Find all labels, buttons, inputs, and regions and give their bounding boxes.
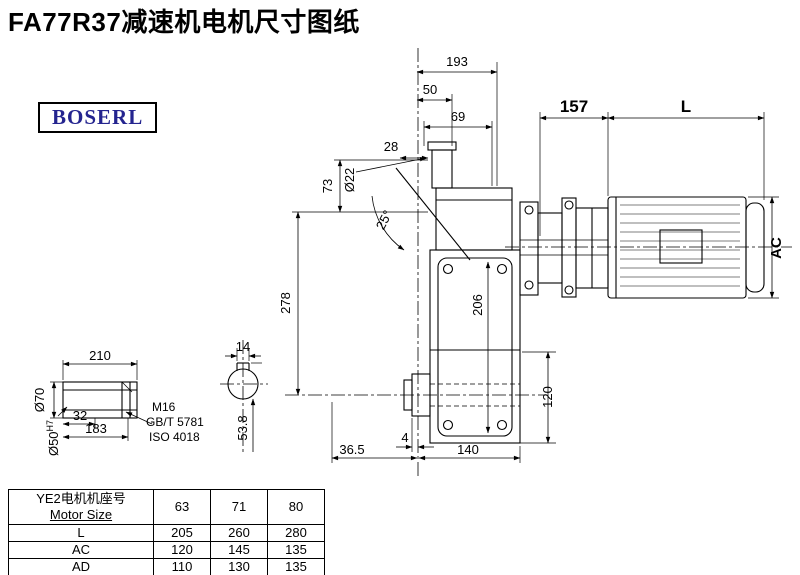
- callout-gbt5781: GB/T 5781: [146, 415, 204, 429]
- table-header-en: Motor Size: [49, 507, 113, 522]
- AD-71: 130: [210, 558, 268, 575]
- dimension-texts: 193 50 69 28 Ø22 73 25° 278 157 L AC 206…: [32, 54, 785, 457]
- L-71: 260: [210, 524, 268, 542]
- dim-14: 14: [236, 339, 250, 354]
- AD-63: 110: [153, 558, 211, 575]
- table-row-AD: AD 110 130 135: [8, 558, 325, 575]
- table-row-AC: AC 120 145 135: [8, 541, 325, 559]
- dim-120: 120: [540, 386, 555, 408]
- callout-iso4018: ISO 4018: [149, 430, 200, 444]
- dim-140: 140: [457, 442, 479, 457]
- AC-71: 145: [210, 541, 268, 559]
- table-row-L: L 205 260 280: [8, 524, 325, 542]
- dim-157: 157: [560, 97, 588, 116]
- L-80: 280: [267, 524, 325, 542]
- dim-AC: AC: [768, 237, 785, 259]
- brand-logo-text: BOSERL: [52, 105, 144, 129]
- dimension-lines: [51, 69, 775, 461]
- dim-L: L: [681, 97, 691, 116]
- callout-m16: M16: [152, 400, 176, 414]
- dim-278: 278: [278, 292, 293, 314]
- dim-diameter-70: Ø70: [32, 388, 47, 413]
- motor-adapter: [519, 197, 609, 298]
- motor-body: [607, 196, 765, 299]
- key-section-detail: [227, 362, 259, 400]
- brand-logo: BOSERL: [38, 102, 158, 133]
- row-label-AD: AD: [8, 558, 154, 575]
- table-header-motor-size: YE2电机机座号 Motor Size: [8, 489, 154, 525]
- extension-lines: [50, 62, 779, 463]
- table-header-cn: YE2电机机座号: [36, 491, 126, 506]
- table-header-row: YE2电机机座号 Motor Size 63 71 80: [8, 489, 325, 525]
- motor-size-table: YE2电机机座号 Motor Size 63 71 80 L 205 260 2…: [8, 489, 325, 575]
- AC-63: 120: [153, 541, 211, 559]
- size-71: 71: [210, 489, 268, 525]
- page-title: FA77R37减速机电机尺寸图纸: [8, 7, 360, 37]
- AD-80: 135: [267, 558, 325, 575]
- dim-diameter-22: Ø22: [342, 168, 357, 193]
- size-80: 80: [267, 489, 325, 525]
- dim-36-5: 36.5: [339, 442, 364, 457]
- L-63: 205: [153, 524, 211, 542]
- dim-diameter-50H7: Ø50H7: [45, 420, 61, 456]
- dim-angle-25: 25°: [373, 208, 395, 232]
- dim-183: 183: [85, 421, 107, 436]
- dim-193: 193: [446, 54, 468, 69]
- dim-50: 50: [423, 82, 437, 97]
- gearbox-housing: [395, 141, 521, 444]
- dim-32: 32: [73, 408, 87, 423]
- row-label-AC: AC: [8, 541, 154, 559]
- dim-28: 28: [384, 139, 398, 154]
- row-label-L: L: [8, 524, 154, 542]
- size-63: 63: [153, 489, 211, 525]
- dim-69: 69: [451, 109, 465, 124]
- dim-206: 206: [470, 294, 485, 316]
- dim-53-8: 53.8: [235, 415, 250, 440]
- AC-80: 135: [267, 541, 325, 559]
- dim-4: 4: [401, 430, 408, 445]
- dim-210: 210: [89, 348, 111, 363]
- dim-73: 73: [320, 179, 335, 193]
- centerlines: [220, 48, 792, 478]
